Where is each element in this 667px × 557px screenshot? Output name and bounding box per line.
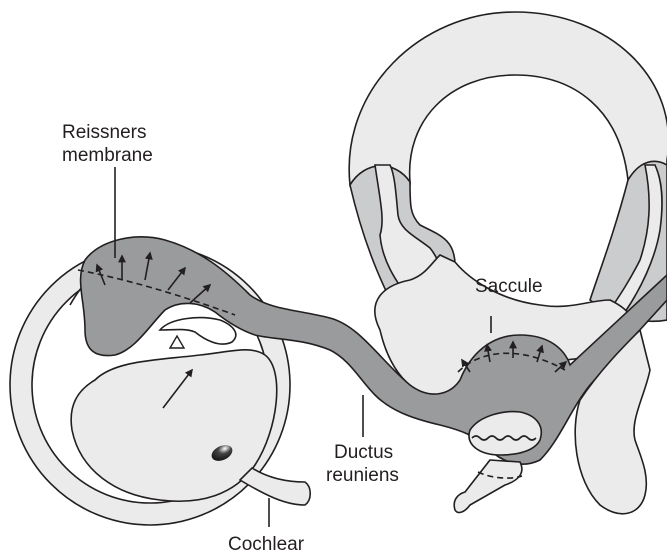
label-ductus-1: Ductus: [334, 442, 393, 463]
triangle-marker: [168, 334, 186, 349]
pressure-arrows-saccule: [461, 340, 568, 373]
pressure-arrows-cochlea: [95, 251, 212, 304]
label-cochlear: Cochlear: [228, 534, 305, 555]
label-saccule: Saccule: [475, 276, 543, 297]
label-reissners-2: membrane: [62, 145, 153, 166]
endolymphatic-duct: [453, 459, 523, 514]
semicircular-canal: [348, 11, 667, 323]
scala-tympani: [70, 349, 278, 503]
label-reissners-1: Reissners: [62, 122, 146, 143]
posterior-ampulla: [574, 328, 651, 515]
cochlear-tube: [238, 466, 312, 506]
otolith-mark: [211, 445, 233, 461]
label-ductus-2: reuniens: [326, 465, 399, 486]
